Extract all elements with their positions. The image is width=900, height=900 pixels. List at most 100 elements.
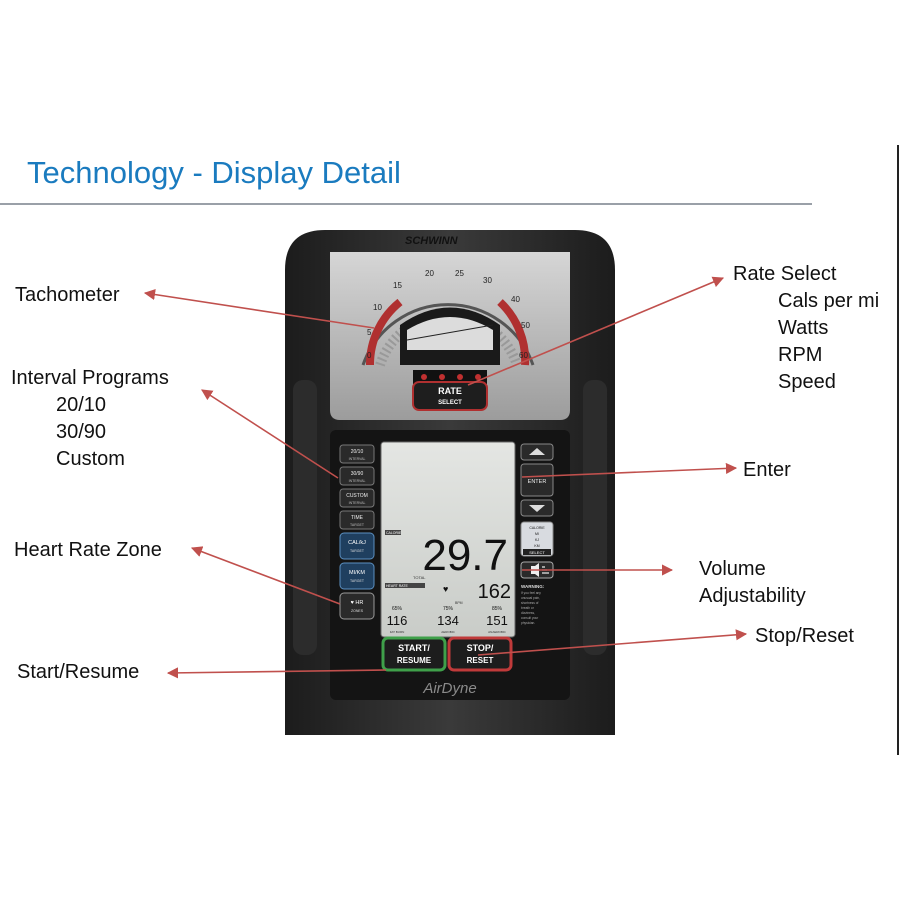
button-line2: TARGET bbox=[350, 579, 365, 583]
gauge-tick: 5 bbox=[367, 328, 372, 337]
airdyne-logo: AirDyne bbox=[422, 680, 476, 697]
enter-button-label: ENTER bbox=[528, 479, 547, 485]
mi-km-target-button[interactable]: MI/KM TARGET bbox=[339, 562, 375, 590]
warning-title: WARNING: bbox=[521, 584, 545, 589]
down-arrow-button[interactable] bbox=[520, 499, 554, 517]
callout-heart-rate-zone: Heart Rate Zone bbox=[14, 537, 162, 564]
gauge-tick: 50 bbox=[521, 321, 530, 330]
lcd-heart-rate-label: HEART RATE bbox=[386, 584, 408, 588]
gauge-tick: 25 bbox=[455, 269, 464, 278]
unit-select-button[interactable]: CALORIE MI KJ KM SELECT bbox=[520, 521, 554, 557]
gauge-tick: 60 bbox=[519, 351, 528, 360]
gauge-tick: 10 bbox=[373, 303, 382, 312]
callout-enter: Enter bbox=[743, 457, 791, 484]
console-illustration: SCHWINN 0 5 10 15 20 25 30 40 50 60 CAL … bbox=[285, 230, 615, 735]
callout-enter-label: Enter bbox=[743, 459, 791, 481]
warning-line: breath or bbox=[521, 606, 535, 610]
gauge-tick: 0 bbox=[367, 351, 372, 360]
warning-label: WARNING: If you feel any unusual pain, s… bbox=[521, 584, 545, 625]
rate-indicator-led bbox=[439, 374, 445, 380]
title-divider bbox=[0, 203, 812, 205]
callout-interval-programs: Interval Programs 20/10 30/90 Custom bbox=[11, 365, 169, 473]
lcd-main-value: 29.7 bbox=[422, 531, 508, 580]
callout-rate-item: Speed bbox=[778, 371, 836, 393]
lcd-bpm-value: 162 bbox=[478, 581, 511, 603]
lcd-zone-label: AEROBIC bbox=[441, 630, 455, 634]
gauge-tick: 15 bbox=[393, 281, 402, 290]
callout-volume: Volume Adjustability bbox=[699, 556, 806, 610]
cal-kj-target-button[interactable]: CAL/kJ TARGET bbox=[339, 532, 375, 560]
time-target-button[interactable]: TIME TARGET bbox=[339, 510, 375, 530]
chevron-down-icon bbox=[529, 505, 545, 512]
button-line1: CAL/kJ bbox=[348, 540, 366, 546]
stop-line1: STOP/ bbox=[467, 643, 494, 653]
up-arrow-button[interactable] bbox=[520, 443, 554, 461]
brand-logo: SCHWINN bbox=[405, 235, 459, 247]
button-line2: INTERVAL bbox=[349, 501, 366, 505]
button-line2: INTERVAL bbox=[349, 479, 366, 483]
warning-line: dizziness, bbox=[521, 611, 535, 615]
lcd-zone-percent: 65% bbox=[392, 606, 403, 612]
button-line1: ♥ HR bbox=[351, 600, 364, 606]
callout-stop-reset: Stop/Reset bbox=[755, 623, 854, 650]
hr-zones-button[interactable]: ♥ HR ZONES bbox=[339, 592, 375, 620]
button-line2: INTERVAL bbox=[349, 457, 366, 461]
callout-volume-line2: Adjustability bbox=[699, 585, 806, 607]
lcd-zone-percent: 85% bbox=[492, 606, 503, 612]
unit-select-label: SELECT bbox=[529, 550, 545, 555]
warning-line: shortness of bbox=[521, 601, 538, 605]
unit-option: CALORIE bbox=[529, 526, 545, 530]
stop-line2: RESET bbox=[467, 656, 494, 665]
rate-indicator-led bbox=[475, 374, 481, 380]
interval-30-90-button[interactable]: 30/90 INTERVAL bbox=[339, 466, 375, 486]
button-line1: MI/KM bbox=[349, 570, 365, 576]
button-line1: CUSTOM bbox=[346, 493, 368, 499]
enter-button[interactable]: ENTER bbox=[520, 463, 554, 497]
warning-line: consult your bbox=[521, 616, 539, 620]
right-handle-rail bbox=[583, 380, 607, 655]
volume-button[interactable] bbox=[520, 561, 554, 579]
lcd-bpm-label: BPM bbox=[455, 601, 463, 605]
callout-interval-item: 30/90 bbox=[56, 421, 107, 443]
callout-interval-item: 20/10 bbox=[56, 394, 107, 416]
callout-heart-rate-zone-label: Heart Rate Zone bbox=[14, 539, 162, 561]
button-line2: TARGET bbox=[350, 549, 365, 553]
lcd-total-label: TOTAL bbox=[413, 575, 426, 580]
button-line1: TIME bbox=[351, 515, 364, 521]
interval-20-10-button[interactable]: 20/10 INTERVAL bbox=[339, 444, 375, 464]
custom-interval-button[interactable]: CUSTOM INTERVAL bbox=[339, 488, 375, 508]
chevron-up-icon bbox=[529, 448, 545, 455]
rate-select-button[interactable]: RATE SELECT bbox=[412, 381, 488, 411]
start-line1: START/ bbox=[398, 643, 430, 653]
button-line1: 20/10 bbox=[351, 449, 364, 455]
gauge-tick: 20 bbox=[425, 269, 434, 278]
button-line1: 30/90 bbox=[351, 471, 364, 477]
unit-option: MI bbox=[535, 532, 539, 536]
lcd-zone-value: 151 bbox=[486, 613, 508, 628]
rate-select-line2: SELECT bbox=[438, 400, 462, 406]
gauge-tick: 40 bbox=[511, 295, 520, 304]
lcd-zone-value: 116 bbox=[387, 613, 408, 628]
rate-indicator-led bbox=[421, 374, 427, 380]
unit-option: KJ bbox=[535, 538, 539, 542]
start-line2: RESUME bbox=[397, 656, 432, 665]
stop-reset-button[interactable]: STOP/ RESET bbox=[447, 636, 513, 672]
callout-rate-item: RPM bbox=[778, 344, 823, 366]
callout-rate-select-label: Rate Select bbox=[733, 263, 837, 285]
start-resume-button[interactable]: START/ RESUME bbox=[381, 636, 447, 672]
lcd-zone-value: 134 bbox=[437, 613, 459, 628]
callout-tachometer-label: Tachometer bbox=[15, 284, 120, 306]
rate-indicator-led bbox=[457, 374, 463, 380]
lcd-zone-label: ANAEROBIC bbox=[488, 630, 507, 634]
warning-line: unusual pain, bbox=[521, 596, 540, 600]
callout-tachometer: Tachometer bbox=[15, 282, 120, 309]
unit-option: KM bbox=[534, 544, 539, 548]
warning-line: physician. bbox=[521, 621, 535, 625]
button-line2: TARGET bbox=[350, 523, 365, 527]
rate-select-line1: RATE bbox=[438, 386, 462, 396]
heart-icon: ♥ bbox=[443, 584, 448, 594]
callout-interval-programs-label: Interval Programs bbox=[11, 367, 169, 389]
left-handle-rail bbox=[293, 380, 317, 655]
lcd-screen: CALORIE 29.7 TOTAL HEART RATE ♥ 162 BPM … bbox=[380, 441, 516, 638]
callout-rate-item: Watts bbox=[778, 317, 829, 339]
